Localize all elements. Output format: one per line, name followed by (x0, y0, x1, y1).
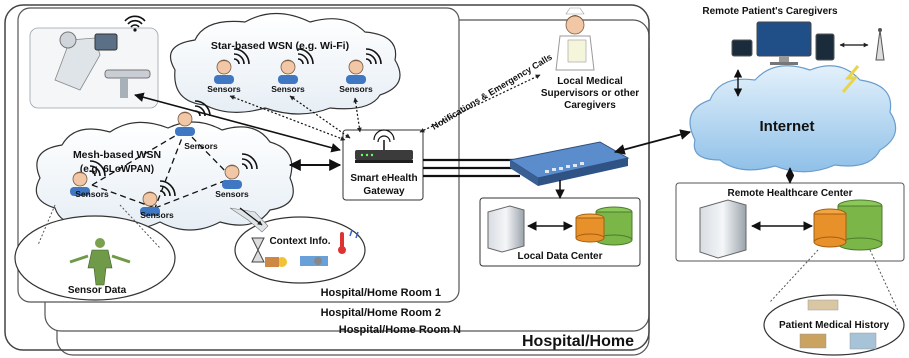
wireless-bolt-icon (841, 65, 860, 93)
local-database-icon (575, 206, 633, 246)
mesh-sensor-4-label: Sensors (215, 189, 249, 199)
mesh-sensor-3-label: Sensors (140, 210, 174, 220)
context-pointer (229, 207, 269, 233)
star-sensor-2-label: Sensors (271, 84, 305, 94)
local-dc-label: Local Data Center (517, 251, 602, 262)
star-sensor-3-label: Sensors (339, 84, 373, 94)
hospital-home-frame (4, 4, 650, 351)
mesh-wsn-label-line1: Mesh-based WSN (73, 149, 161, 161)
mesh-sensor-2-label: Sensors (75, 189, 109, 199)
context-icons (251, 229, 359, 267)
room-n-label: Hospital/Home Room N (339, 324, 461, 336)
remote-devices-icon (731, 21, 835, 65)
antenna-tower-icon (875, 28, 885, 61)
star-wsn-label: Star-based WSN (e.g. Wi-Fi) (211, 40, 349, 52)
internet-label: Internet (759, 118, 814, 135)
medical-records-icon (799, 299, 877, 350)
gateway-label-line1: Smart eHealth (350, 173, 417, 184)
remote-database-icon (813, 199, 883, 251)
sensor-data-zoom-line-left (37, 204, 56, 246)
patient-history-label: Patient Medical History (779, 320, 889, 331)
local-medical-line1: Local Medical (557, 76, 623, 87)
mesh-wsn-label-line2: (e.g. 6LoWPAN) (80, 164, 154, 175)
local-medical-line3: Caregivers (564, 100, 616, 111)
gateway-router-icon (355, 129, 413, 163)
mesh-sensor-1-label: Sensors (184, 141, 218, 151)
room-1-label: Hospital/Home Room 1 (321, 287, 441, 299)
connection-arrows (134, 74, 541, 226)
star-sensor-1-label: Sensors (207, 84, 241, 94)
hospital-home-label: Hospital/Home (522, 333, 634, 350)
room-2-label: Hospital/Home Room 2 (321, 307, 441, 319)
switch-to-internet (613, 129, 692, 155)
nurse-icon (555, 7, 595, 71)
gateway-to-switch-lines (423, 158, 520, 178)
remote-center-label: Remote Healthcare Center (727, 188, 852, 199)
sensor-data-label: Sensor Data (68, 285, 127, 296)
local-server-icon (487, 205, 525, 253)
remote-caregivers-label: Remote Patient's Caregivers (702, 6, 838, 17)
remote-server-icon (699, 199, 747, 259)
medical-scanner-icon (29, 15, 159, 109)
gateway-label-line2: Gateway (363, 186, 405, 197)
network-switch-icon (508, 141, 630, 186)
body-scan-icon (69, 238, 131, 286)
sensor-data-zoom-line-right (119, 204, 161, 249)
context-info-label: Context Info. (269, 236, 330, 247)
local-medical-line2: Supervisors or other (541, 88, 639, 99)
